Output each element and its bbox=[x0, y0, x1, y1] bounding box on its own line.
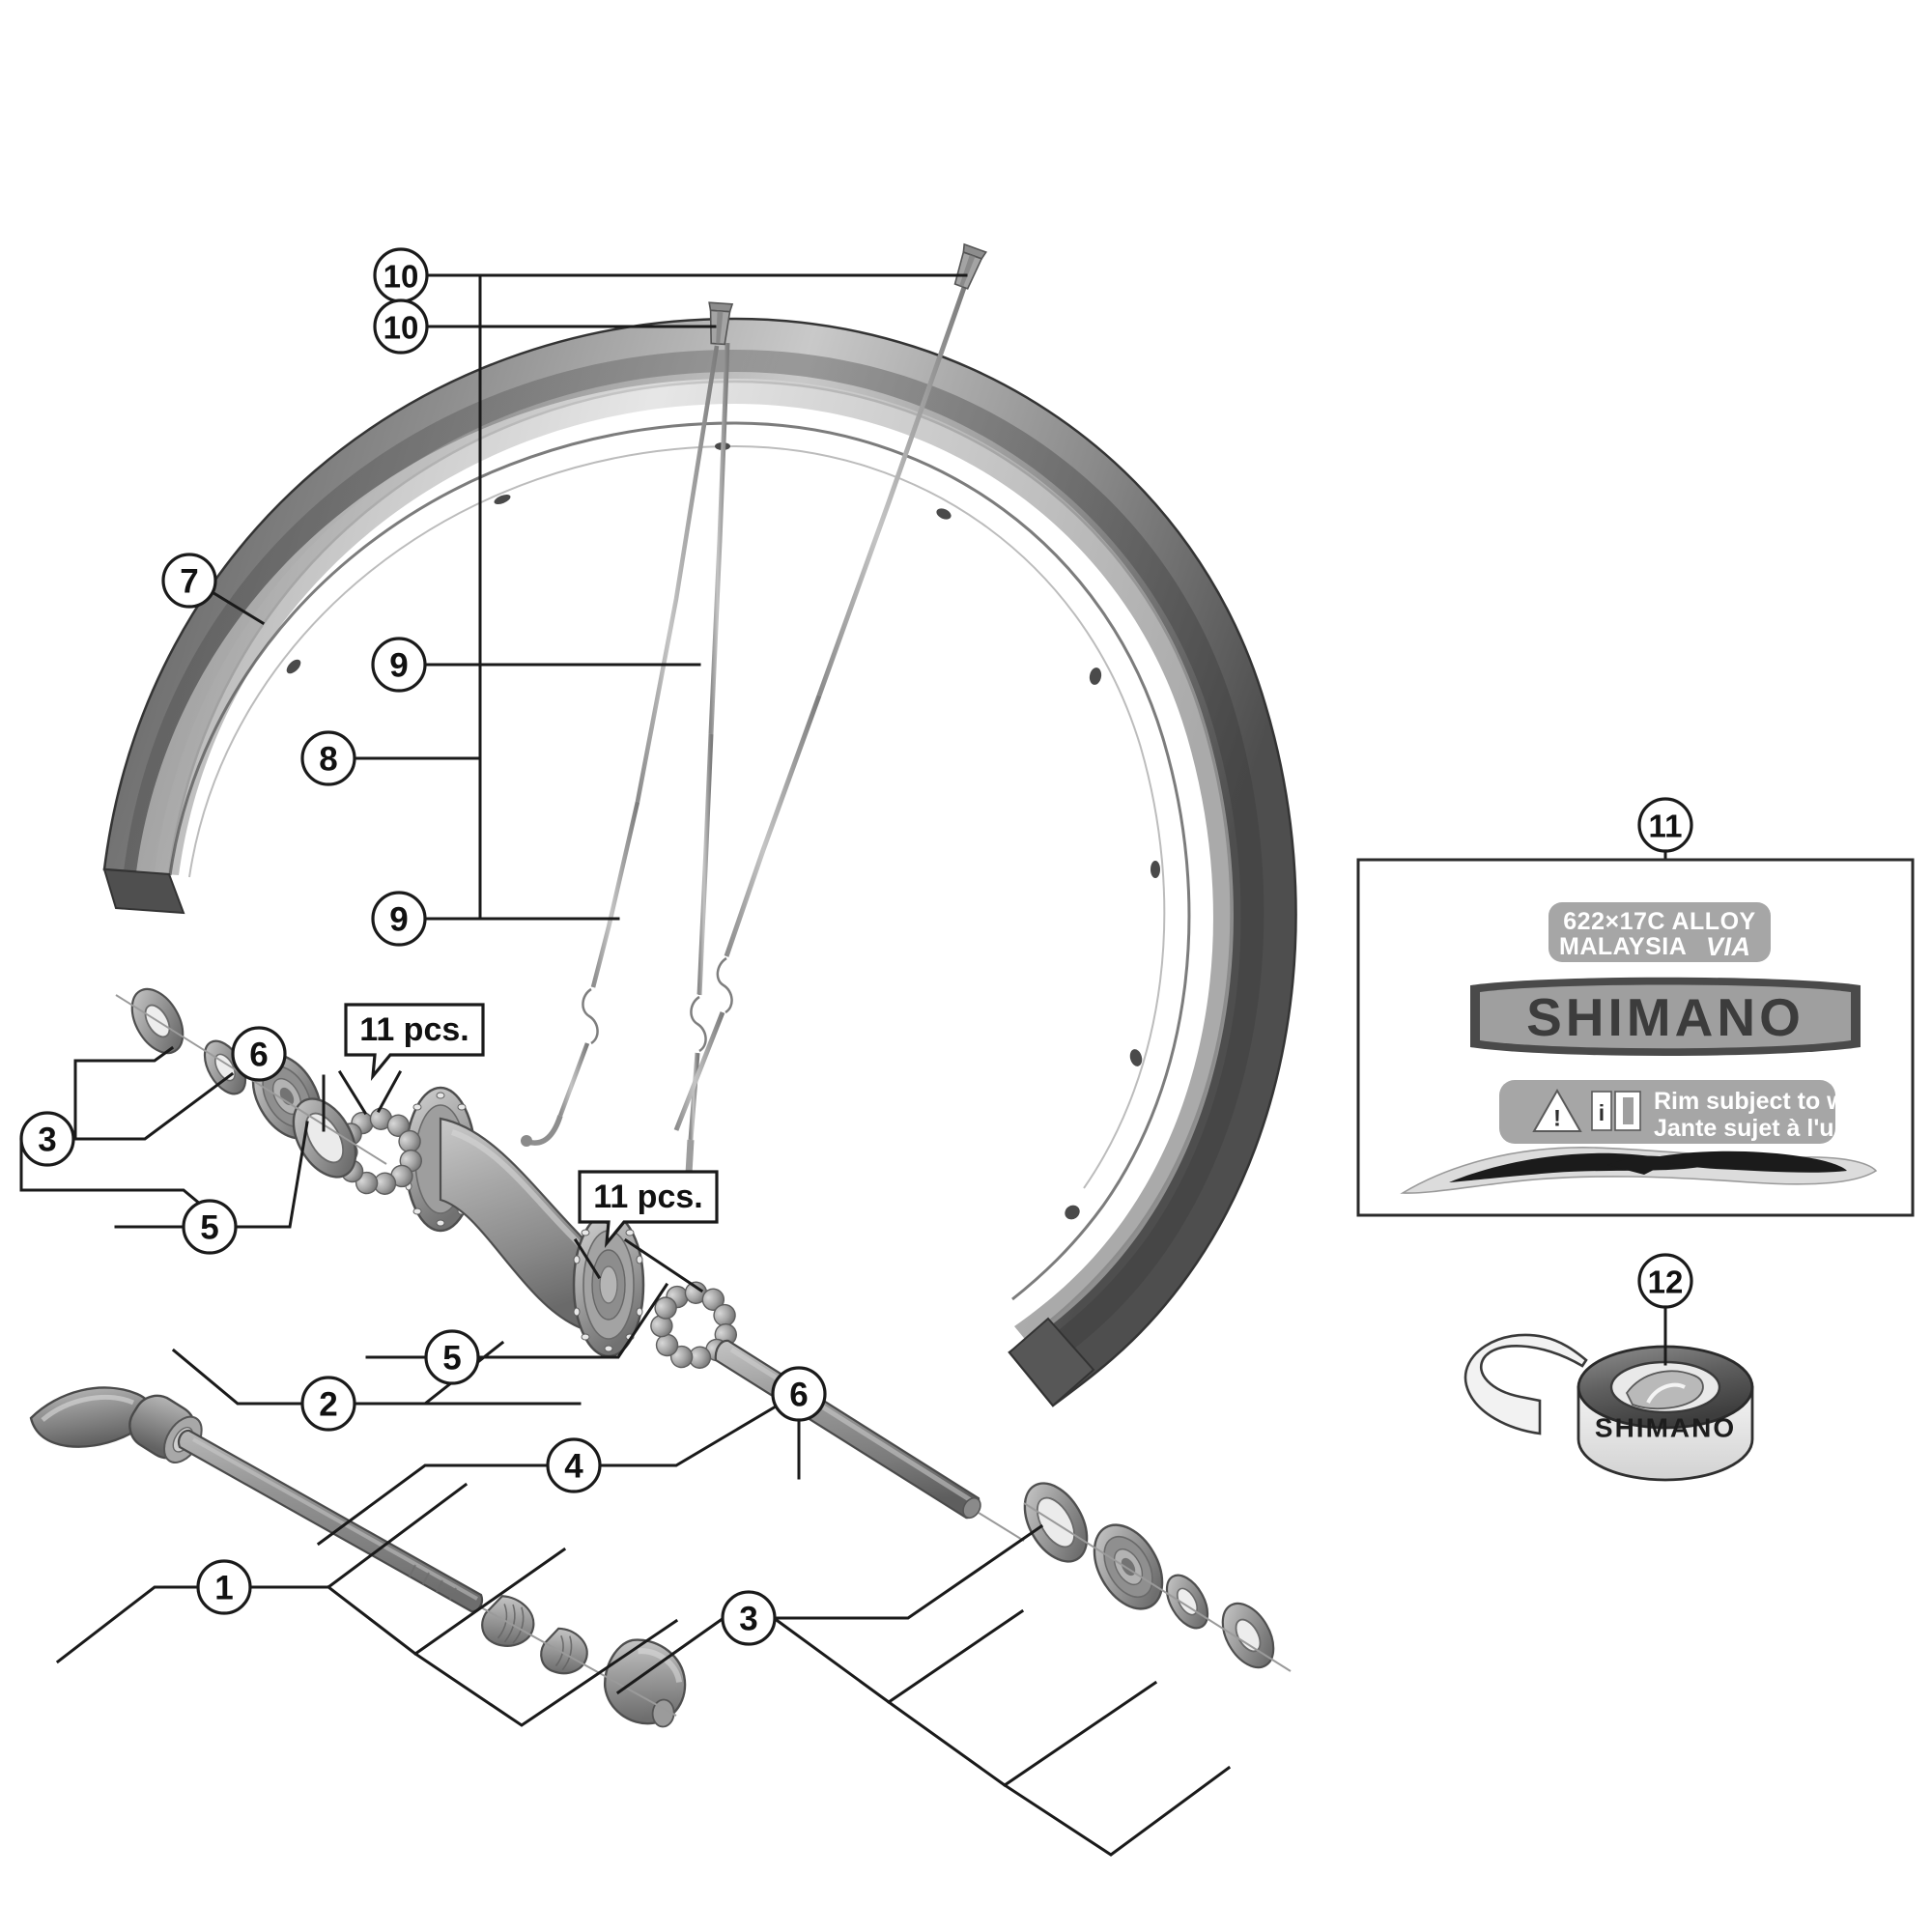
rim-tape-brand-text: SHIMANO bbox=[1595, 1413, 1736, 1443]
rim-spec-via: VIA bbox=[1706, 932, 1751, 961]
rim-spec-decal: 622×17C ALLOY MALAYSIA VIA bbox=[1548, 902, 1771, 962]
rim-spec-line2: MALAYSIA bbox=[1559, 933, 1687, 960]
callout-dustcap-right[interactable]: 6 bbox=[771, 1366, 827, 1422]
rs-model-graphic bbox=[1400, 1147, 1878, 1194]
qty-note-right: 11 pcs. bbox=[578, 1170, 719, 1249]
rim-part bbox=[102, 317, 1297, 1407]
rim-spec-line1: 622×17C ALLOY bbox=[1563, 908, 1755, 935]
warning-glyph: ! bbox=[1553, 1106, 1561, 1132]
callout-axle[interactable]: 4 bbox=[546, 1437, 602, 1493]
callout-rim-tape[interactable]: 12 bbox=[1637, 1253, 1693, 1309]
warning-text-fr: Jante sujet à l'usure bbox=[1654, 1115, 1885, 1142]
callout-cone-right[interactable]: 5 bbox=[424, 1329, 480, 1385]
qty-note-text: 11 pcs. bbox=[593, 1179, 702, 1215]
warning-text-en: Rim subject to wear bbox=[1654, 1088, 1882, 1115]
decal-panel-frame bbox=[1356, 858, 1915, 1217]
callout-label: 4 bbox=[564, 1448, 583, 1486]
spoke-parts bbox=[521, 281, 969, 1211]
callout-label: 3 bbox=[739, 1601, 757, 1638]
qr-bracket-leaders bbox=[55, 1482, 679, 1727]
leader-rim bbox=[208, 588, 266, 626]
right-bearing-stack bbox=[1023, 1482, 1292, 1672]
right-stack-leaders bbox=[615, 1523, 1232, 1857]
spoke-bracket-leaders bbox=[353, 273, 968, 921]
callout-label: 10 bbox=[384, 310, 419, 346]
qty-note-text: 11 pcs. bbox=[359, 1011, 469, 1048]
shimano-brand-decal: SHIMANO bbox=[1470, 977, 1861, 1056]
callout-label: 11 bbox=[1649, 809, 1683, 844]
callout-label: 8 bbox=[319, 741, 337, 779]
callout-spoke-lower[interactable]: 9 bbox=[371, 891, 427, 947]
axle-bracket-leaders bbox=[316, 1388, 805, 1547]
shimano-brand-text: SHIMANO bbox=[1526, 987, 1804, 1047]
callout-nutset-left[interactable]: 3 bbox=[19, 1111, 75, 1167]
rim-wear-warning-decal: ! i Rim subject to wear Jante sujet à l'… bbox=[1499, 1080, 1885, 1144]
callout-label: 1 bbox=[214, 1570, 233, 1607]
hub-bracket-leaders bbox=[171, 1340, 582, 1406]
callout-cone-left[interactable]: 5 bbox=[182, 1199, 238, 1255]
callout-label: 12 bbox=[1648, 1264, 1684, 1300]
info-glyph: i bbox=[1599, 1100, 1605, 1125]
callout-quick-release[interactable]: 1 bbox=[196, 1559, 252, 1615]
callout-label: 7 bbox=[180, 563, 198, 601]
callout-label: 6 bbox=[789, 1377, 808, 1414]
leader-cone-right bbox=[475, 1282, 669, 1359]
spoke-nipple-parts bbox=[708, 242, 987, 346]
qty-note-leaders bbox=[337, 1069, 704, 1293]
rim-tape-part: SHIMANO bbox=[1463, 1333, 1754, 1482]
warning-triangle-icon: ! bbox=[1532, 1088, 1582, 1132]
qty-note-left: 11 pcs. bbox=[344, 1003, 485, 1082]
callout-label: 9 bbox=[389, 647, 408, 685]
callout-hub[interactable]: 2 bbox=[300, 1376, 356, 1432]
callout-nutset-right[interactable]: 3 bbox=[721, 1590, 777, 1646]
callout-rim[interactable]: 7 bbox=[161, 553, 217, 609]
callout-label: 3 bbox=[38, 1122, 56, 1159]
callout-label: 6 bbox=[249, 1037, 268, 1074]
callout-label: 5 bbox=[442, 1340, 461, 1378]
decal-panel-contents: 622×17C ALLOY MALAYSIA VIA SHIMANO ! bbox=[1400, 902, 1885, 1194]
callout-label: 5 bbox=[200, 1209, 218, 1247]
callout-decal[interactable]: 11 bbox=[1637, 797, 1693, 853]
callout-spoke-upper[interactable]: 9 bbox=[371, 637, 427, 693]
ball-bearing-ring-right bbox=[650, 1281, 737, 1369]
callout-label: 2 bbox=[319, 1386, 337, 1424]
callout-nipple-upper[interactable]: 10 bbox=[373, 247, 429, 303]
left-bearing-stack bbox=[115, 987, 387, 1179]
callout-dustcap-left[interactable]: 6 bbox=[231, 1026, 287, 1082]
callout-label: 9 bbox=[389, 901, 408, 939]
callout-label: 10 bbox=[384, 259, 419, 295]
callout-nipple-lower[interactable]: 10 bbox=[373, 298, 429, 355]
info-manual-icon: i bbox=[1591, 1091, 1641, 1131]
callout-spoke-set[interactable]: 8 bbox=[300, 730, 356, 786]
